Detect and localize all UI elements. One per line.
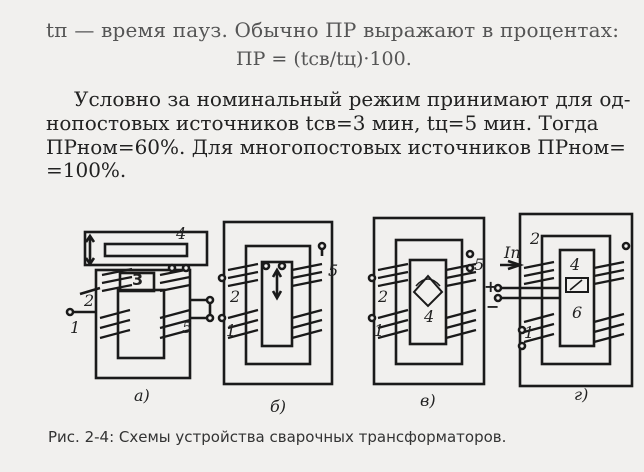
- label-g-2: 2: [529, 229, 540, 248]
- coil-g-top: [523, 260, 625, 286]
- panel-label-v: в): [420, 391, 436, 410]
- panel-label-g: г): [574, 385, 588, 404]
- label-a-5: 5: [182, 318, 192, 337]
- core-outer-b: [222, 220, 334, 386]
- text-line-3: Условно за номинальный режим принимают д…: [74, 87, 631, 111]
- label-a-3: 3: [132, 270, 143, 289]
- label-b-5: 5: [328, 261, 338, 280]
- rotor-v: [412, 274, 444, 308]
- label-g-4: 4: [569, 255, 580, 274]
- formula-line: ПР = (tсв/tц)·100.: [236, 48, 412, 70]
- core-outer-v: [372, 216, 486, 386]
- coil-a-top: [101, 267, 191, 293]
- label-g-plus: +: [484, 277, 497, 296]
- label-v-5: 5: [474, 255, 484, 274]
- label-a-4: 4: [175, 224, 186, 243]
- coil-v-top: [377, 262, 477, 288]
- core-window-b: [244, 244, 312, 366]
- coil-g-bottom: [523, 312, 625, 344]
- panel-a: [65, 230, 215, 380]
- label-a-1: 1: [70, 318, 80, 337]
- coil-b-top: [227, 262, 323, 288]
- label-v-4: 4: [423, 307, 434, 326]
- core-outer-a: [94, 268, 192, 380]
- label-v-1: 1: [374, 321, 384, 340]
- core-window-a: [116, 288, 166, 360]
- label-g-6: 6: [572, 303, 582, 322]
- label-g-1: 1: [524, 323, 534, 342]
- core-window-g: [540, 234, 612, 366]
- figure-caption: Рис. 2-4: Схемы устройства сварочных тра…: [48, 428, 507, 446]
- core-window-v: [394, 238, 464, 366]
- arrow-heads-a: [84, 233, 96, 267]
- label-b-2: 2: [229, 287, 240, 306]
- text-line-5: ПРном=60%. Для многопостовых источников …: [46, 135, 626, 159]
- text-line-4: нопостовых источников tсв=3 мин, tц=5 ми…: [46, 111, 599, 135]
- text-line-1: tп — время пауз. Обычно ПР выражают в пр…: [46, 18, 620, 42]
- label-g-minus: −: [486, 297, 499, 316]
- panel-g: [493, 212, 634, 388]
- label-v-2: 2: [377, 287, 388, 306]
- movable-shunt-a: [83, 230, 209, 267]
- movable-core-b: [260, 260, 294, 348]
- panel-b: [217, 220, 334, 386]
- shunt-slot-a: [103, 242, 189, 258]
- panel-label-a: а): [134, 386, 150, 405]
- core-part-3: [118, 271, 156, 293]
- coil-v-bottom: [377, 308, 477, 340]
- core-outer-g: [518, 212, 634, 388]
- panel-v: [367, 216, 486, 386]
- text-line-6: =100%.: [46, 158, 127, 182]
- label-b-1: 1: [226, 321, 236, 340]
- label-a-2: 2: [83, 291, 94, 310]
- label-g-current: Iп: [503, 243, 521, 262]
- coil-b-bottom: [227, 308, 323, 340]
- rotating-core-v: [408, 258, 448, 346]
- panel-label-b: б): [270, 397, 286, 416]
- coil-a-bottom: [99, 308, 191, 340]
